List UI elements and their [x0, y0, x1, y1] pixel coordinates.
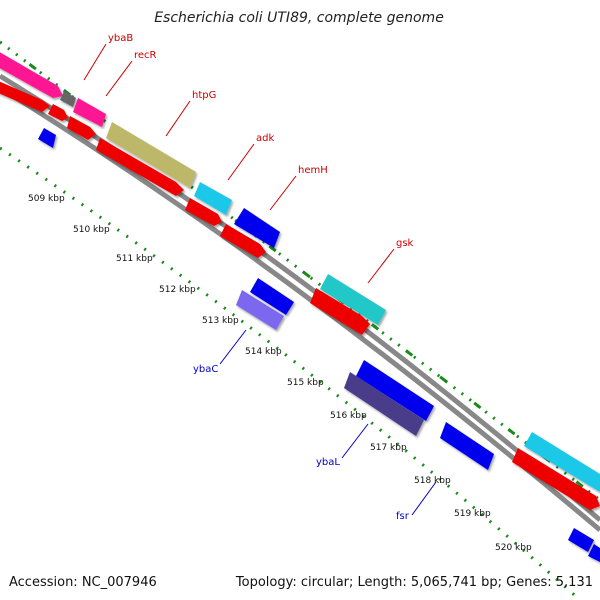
tick-label: 518 kbp [414, 476, 451, 486]
gene-label-ybaC: ybaC [193, 364, 218, 375]
tick-label: 512 kbp [159, 285, 196, 295]
tick-label: 519 kbp [454, 509, 491, 519]
tick-label: 511 kbp [116, 254, 153, 264]
feature-adk [194, 182, 232, 215]
tick-label: 510 kbp [73, 225, 110, 235]
gene-label-hemH: hemH [298, 165, 328, 176]
feature-cyan-2 [524, 432, 600, 492]
feature-red-5 [185, 198, 222, 226]
feature-hemH [234, 208, 280, 248]
gene-label-adk: adk [256, 133, 274, 144]
map-title: Escherichia coli UTI89, complete genome [154, 10, 444, 26]
feature-red-6 [220, 224, 266, 258]
feature-fsr [440, 422, 494, 470]
feature-blue-4 [568, 528, 594, 552]
accession-text: Accession: NC_007946 [9, 575, 157, 590]
feature-red-7 [310, 288, 370, 335]
feature-blue-small [38, 128, 56, 148]
tick-label: 515 kbp [287, 378, 324, 388]
tick-label: 509 kbp [28, 194, 65, 204]
gene-label-fsr: fsr [396, 511, 410, 522]
feature-blue-3 [356, 360, 434, 421]
features [0, 52, 600, 562]
feature-red-8 [512, 448, 600, 510]
outer-ring [0, 40, 600, 502]
tick-label: 517 kbp [370, 443, 407, 453]
inner-ring [0, 146, 581, 600]
gene-label-recR: recR [134, 50, 157, 61]
feature-ybaB [0, 52, 63, 98]
feature-red-1 [0, 81, 50, 112]
tick-label: 520 kbp [495, 543, 532, 553]
gene-labels: ybaB recR htpG adk hemH gsk ybaC ybaL fs… [108, 33, 414, 522]
gene-label-ybaB: ybaB [108, 33, 133, 44]
gene-label-gsk: gsk [396, 238, 414, 249]
tick-labels: 509 kbp 510 kbp 511 kbp 512 kbp 513 kbp … [28, 194, 532, 553]
gene-label-ybaL: ybaL [316, 457, 340, 468]
feature-red-2 [48, 104, 68, 121]
tick-label: 513 kbp [202, 316, 239, 326]
feature-red-4 [96, 138, 184, 196]
genome-summary-text: Topology: circular; Length: 5,065,741 bp… [235, 575, 593, 590]
tick-label: 516 kbp [330, 411, 367, 421]
feature-recR [73, 98, 106, 127]
label-connectors [83, 43, 437, 516]
feature-ybaC [236, 290, 284, 330]
feature-blue-5 [588, 544, 600, 562]
tick-label: 514 kbp [245, 347, 282, 357]
feature-htpG [106, 122, 196, 188]
feature-ybaL [344, 372, 424, 436]
gene-label-htpG: htpG [192, 90, 216, 101]
genome-backbone [0, 73, 600, 532]
feature-gsk [320, 274, 386, 325]
feature-blue-2 [250, 278, 294, 315]
feature-gray-small [60, 91, 76, 107]
feature-red-3 [67, 116, 96, 140]
